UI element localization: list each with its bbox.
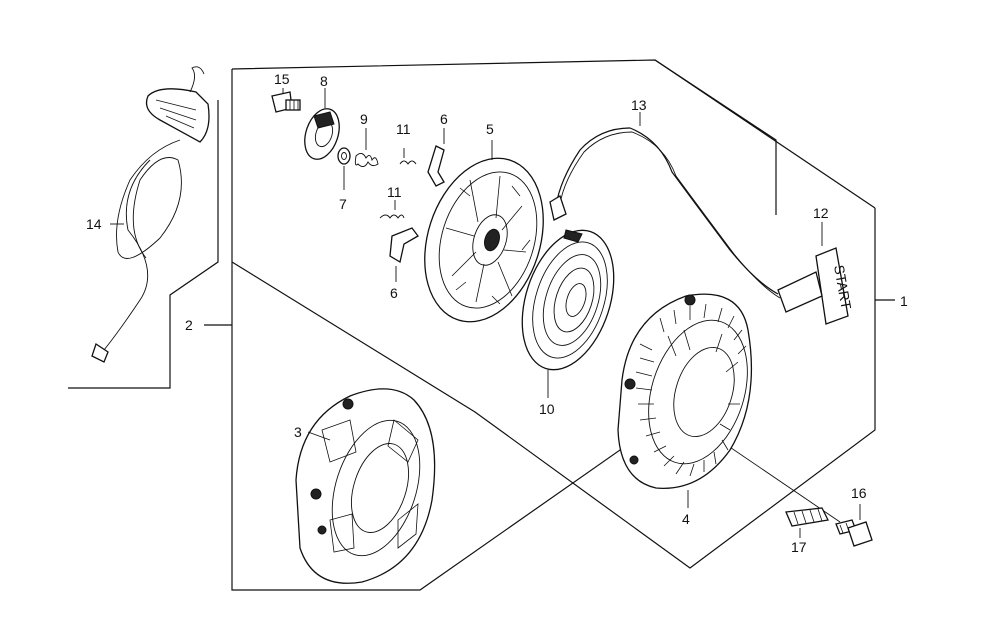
assembly-frame xyxy=(68,59,895,591)
callouts: 1 2 3 4 5 6 6 7 8 9 10 11 11 12 13 14 15… xyxy=(86,71,908,555)
callout-11b: 11 xyxy=(387,184,402,200)
callout-11a: 11 xyxy=(396,121,411,137)
callout-17: 17 xyxy=(791,539,807,555)
callout-16: 16 xyxy=(851,485,867,501)
pawl-spring-part-11-lower xyxy=(379,200,405,219)
bolt-part-16 xyxy=(835,504,873,547)
callout-6a: 6 xyxy=(440,111,448,127)
callout-6b: 6 xyxy=(390,285,398,301)
reel-part-5 xyxy=(424,140,544,323)
callout-13: 13 xyxy=(631,97,647,113)
callout-8: 8 xyxy=(320,73,328,89)
rope-part-13 xyxy=(549,112,781,299)
pawl-part-6-lower xyxy=(389,227,419,282)
callout-2: 2 xyxy=(185,317,193,333)
callout-10: 10 xyxy=(539,401,555,417)
screw-part-15 xyxy=(271,88,301,113)
callout-5: 5 xyxy=(486,121,494,137)
pawl-spring-part-11-upper xyxy=(399,148,417,165)
callout-1: 1 xyxy=(900,293,908,309)
callout-3: 3 xyxy=(294,424,302,440)
collar-part-17 xyxy=(785,507,829,538)
handle-part-12: START xyxy=(777,222,855,325)
handle-start-text: START xyxy=(831,264,855,311)
cable-assembly-part-14 xyxy=(91,66,210,363)
cover-part-4 xyxy=(617,293,753,508)
plate-part-8 xyxy=(304,88,340,160)
callout-15: 15 xyxy=(274,71,290,87)
callout-9: 9 xyxy=(360,111,368,127)
spring-part-9 xyxy=(354,128,379,167)
pawl-part-6-upper xyxy=(427,128,445,187)
callout-4: 4 xyxy=(682,511,690,527)
callout-12: 12 xyxy=(813,205,829,221)
washer-part-7 xyxy=(337,147,351,190)
callout-14: 14 xyxy=(86,216,102,232)
case-part-3 xyxy=(295,388,436,584)
callout-7: 7 xyxy=(339,196,347,212)
recoil-spring-part-10 xyxy=(521,229,615,398)
